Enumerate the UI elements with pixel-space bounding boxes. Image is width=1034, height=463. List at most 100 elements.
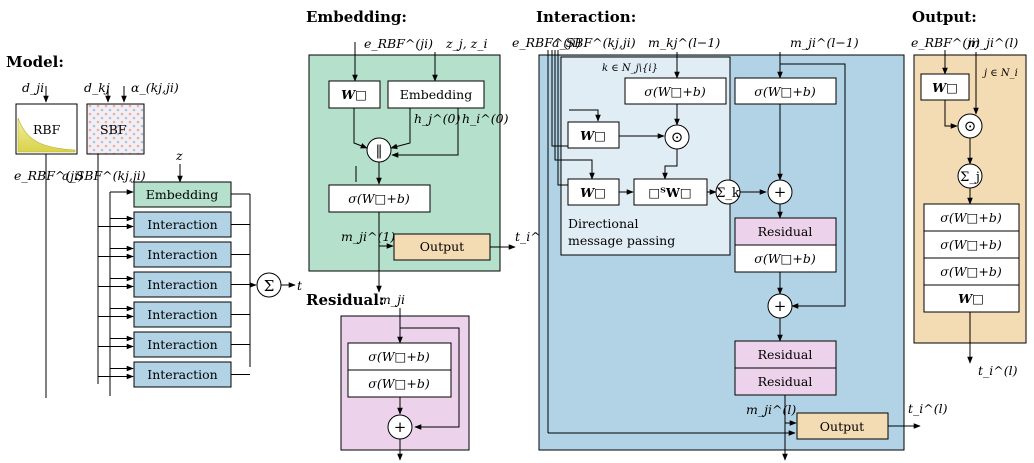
int-w-box2-label: W□ <box>580 185 606 200</box>
model-embedding-block <box>133 181 232 208</box>
emb-w-box-label: W□ <box>341 87 367 102</box>
int-bilinear-label: □ᵀW□ <box>648 185 691 200</box>
out-sigma2-label: σ(W□+b) <box>940 237 1002 252</box>
int-sum-k-symbol: Σ_k <box>716 186 740 201</box>
model-block-stack: Embedding InteractionInteractionInteract… <box>133 181 232 388</box>
int-residual3-label: Residual <box>758 374 813 389</box>
out-m-ji-label: m_ji^(l) <box>968 35 1018 50</box>
embedding-title: Embedding: <box>306 8 407 26</box>
int-residual2-label: Residual <box>758 347 813 362</box>
model-interaction-label: Interaction <box>147 247 217 262</box>
res-sigma1-box <box>347 342 452 371</box>
int-e-rbf-label: e_RBF^(ji) <box>512 35 581 50</box>
int-sigma-inner-label: σ(W□+b) <box>644 84 706 99</box>
d-ji-label: d_ji <box>22 80 44 95</box>
alpha-label: α_(kj,ji) <box>131 80 179 95</box>
emb-output-box <box>393 233 491 261</box>
model-sum-symbol: Σ <box>264 277 275 295</box>
model-interaction-label: Interaction <box>147 307 217 322</box>
int-output-label: Output <box>820 419 864 434</box>
out-sigma3-box <box>923 257 1020 286</box>
interaction-title: Interaction: <box>536 8 636 26</box>
int-plus1-symbol: + <box>774 183 787 201</box>
embedding-section: Embedding: e_RBF^(ji) z_j, z_i W□ Embedd… <box>306 8 559 293</box>
model-interaction-block <box>133 271 232 298</box>
int-m-out-label: m_ji^(l) <box>746 402 796 417</box>
res-plus-symbol: + <box>394 418 407 436</box>
int-residual3-box <box>734 367 837 396</box>
int-plus2-symbol: + <box>774 297 787 315</box>
model-interaction-label: Interaction <box>147 217 217 232</box>
int-sigma-inner-box <box>624 77 727 105</box>
out-e-rbf-label: e_RBF^(ji) <box>911 35 980 50</box>
model-sum-node: Σ <box>256 272 282 298</box>
out-w-last-box <box>923 284 1020 313</box>
output-section: Output: e_RBF^(ji) m_ji^(l) j ∈ N_i W□ ⊙… <box>911 8 1027 378</box>
int-sigma-right-label: σ(W□+b) <box>754 84 816 99</box>
emb-sigma-box <box>328 184 431 213</box>
int-residual1-box <box>734 217 837 246</box>
int-m-kj-label: m_kj^(l−1) <box>648 35 720 50</box>
model-section: Model: d_ji d_kj α_(kj,ji) RBF SBF e_RBF… <box>6 53 303 398</box>
dmp-label-line2: message passing <box>568 233 675 248</box>
out-t-out-label: t_i^(l) <box>978 363 1018 378</box>
out-sigma3-label: σ(W□+b) <box>940 264 1002 279</box>
int-sigma-right-box <box>734 77 837 105</box>
model-interaction-block <box>133 241 232 268</box>
residual-title: Residual: <box>306 291 385 309</box>
model-interaction-block <box>133 211 232 238</box>
out-odot-symbol: ⊙ <box>964 117 977 135</box>
res-sigma2-label: σ(W□+b) <box>368 376 430 391</box>
interaction-section: Interaction: e_RBF^(ji) a_SBF^(kj,ji) m_… <box>512 8 948 461</box>
res-sigma2-box <box>347 369 452 398</box>
out-j-set-label: j ∈ N_i <box>982 68 1018 79</box>
out-sum-j-symbol: Σ_j <box>960 170 980 185</box>
emb-h-i-label: h_i^(0) <box>462 111 509 126</box>
model-interaction-label: Interaction <box>147 367 217 382</box>
out-w-box-label: W□ <box>932 80 958 95</box>
sbf-label: SBF <box>100 122 127 137</box>
int-output-box <box>796 412 889 440</box>
emb-sigma-label: σ(W□+b) <box>348 191 410 206</box>
model-interaction-label: Interaction <box>147 277 217 292</box>
z-label: z <box>175 148 183 163</box>
rbf-plot: RBF <box>15 103 78 155</box>
emb-embedding-box-label: Embedding <box>400 87 472 102</box>
emb-embedding-box <box>387 80 485 109</box>
int-w-box1 <box>567 121 620 149</box>
int-w-box1-label: W□ <box>580 128 606 143</box>
emb-h-j-label: h_j^(0) <box>414 111 460 126</box>
residual-section: Residual: m_ji σ(W□+b) σ(W□+b) + <box>306 291 470 461</box>
int-residual1-label: Residual <box>758 224 813 239</box>
int-bilinear-box <box>633 178 708 206</box>
model-embedding-label: Embedding <box>146 187 218 202</box>
int-m-ji-label: m_ji^(l−1) <box>790 35 859 50</box>
out-sigma1-box <box>923 203 1020 232</box>
model-title: Model: <box>6 53 64 71</box>
model-interaction-block <box>133 301 232 328</box>
d-kj-label: d_kj <box>84 80 110 95</box>
res-sigma1-label: σ(W□+b) <box>368 349 430 364</box>
rbf-label: RBF <box>33 122 61 137</box>
sbf-plot: SBF <box>86 103 145 155</box>
int-a-sbf-label: a_SBF^(kj,ji) <box>552 35 636 50</box>
e-rbf-label: e_RBF^(ji) <box>14 168 83 183</box>
out-sigma2-box <box>923 230 1020 259</box>
emb-e-rbf-label: e_RBF^(ji) <box>364 36 433 51</box>
int-residual2-box <box>734 340 837 369</box>
model-interaction-block <box>133 331 232 358</box>
output-title: Output: <box>912 8 977 26</box>
a-sbf-label: a_SBF^(kj,ji) <box>62 168 146 183</box>
emb-output-label: Output <box>420 239 464 254</box>
model-t-label: t <box>297 278 303 293</box>
res-m-in-label: m_ji <box>379 292 405 307</box>
int-sigma-after-box <box>734 244 837 273</box>
model-interaction-label: Interaction <box>147 337 217 352</box>
emb-concat-symbol: ‖ <box>376 143 383 159</box>
emb-z-in-label: z_j, z_i <box>445 36 488 51</box>
int-sigma-after-label: σ(W□+b) <box>754 251 816 266</box>
int-k-set-label: k ∈ N_j\{i} <box>602 63 658 74</box>
dmp-label-line1: Directional <box>568 216 638 231</box>
out-w-last-label: W□ <box>958 291 984 306</box>
emb-m-out-label: m_ji^(1) <box>341 229 395 244</box>
